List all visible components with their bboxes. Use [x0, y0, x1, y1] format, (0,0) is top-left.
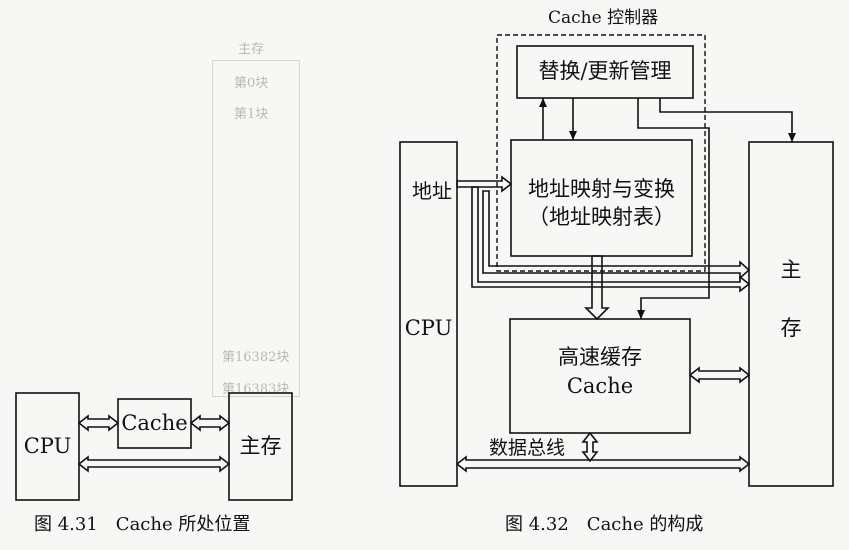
main-memory-label-2: 存: [780, 316, 802, 340]
cache-memory-arrow: [688, 366, 751, 384]
fig31-cpu-cache-arrow: [77, 414, 120, 432]
cache-label-1: 高速缓存: [558, 345, 642, 369]
fig31-memory-label: 主存: [239, 434, 282, 458]
fig31-cache-label: Cache: [121, 411, 188, 435]
fig31-caption: 图 4.31 Cache 所处位置: [34, 514, 251, 535]
mapping-to-cache-arrow: [584, 255, 610, 321]
background-block-16382: 第16382块: [222, 350, 290, 365]
cpu-label: CPU: [404, 316, 453, 340]
cpu-to-mapping-address-arrow: [456, 175, 513, 193]
fig31-cpu-box: [15, 392, 80, 501]
address-to-memory-upper-arrow: [482, 190, 751, 280]
data-bus-arrow: [455, 455, 751, 473]
cpu-box: [399, 141, 458, 487]
background-memory-title: 主存: [238, 42, 265, 57]
replace-update-label: 替换/更新管理: [538, 59, 672, 83]
address-label: 地址: [412, 179, 452, 203]
address-mapping-label-1: 地址映射与变换: [528, 177, 675, 201]
replace-update-box: [516, 45, 694, 99]
address-to-memory-arrow: [471, 186, 751, 293]
background-memory-column: [212, 60, 300, 397]
cache-databus-arrow: [581, 431, 599, 463]
fig31-cpu-memory-arrow: [77, 455, 231, 473]
cache-controller-boundary: [496, 34, 706, 272]
data-bus-label: 数据总线: [489, 437, 566, 459]
main-memory-label-1: 主: [780, 258, 802, 282]
main-memory-box: [748, 141, 834, 487]
cache-label-2: Cache: [566, 374, 634, 398]
fig31-memory-box: [228, 392, 293, 501]
cache-controller-title: Cache 控制器: [548, 8, 659, 28]
replace-to-cache-line: [637, 98, 710, 319]
fig31-cpu-label: CPU: [23, 434, 72, 458]
background-block-1: 第1块: [234, 107, 269, 122]
replace-to-memory-arrow: [659, 98, 796, 142]
address-mapping-label-2: （地址映射表）: [528, 205, 675, 229]
fig31-cache-memory-arrow: [189, 414, 231, 432]
fig32-caption: 图 4.32 Cache 的构成: [505, 514, 704, 535]
background-block-0: 第0块: [234, 76, 269, 91]
